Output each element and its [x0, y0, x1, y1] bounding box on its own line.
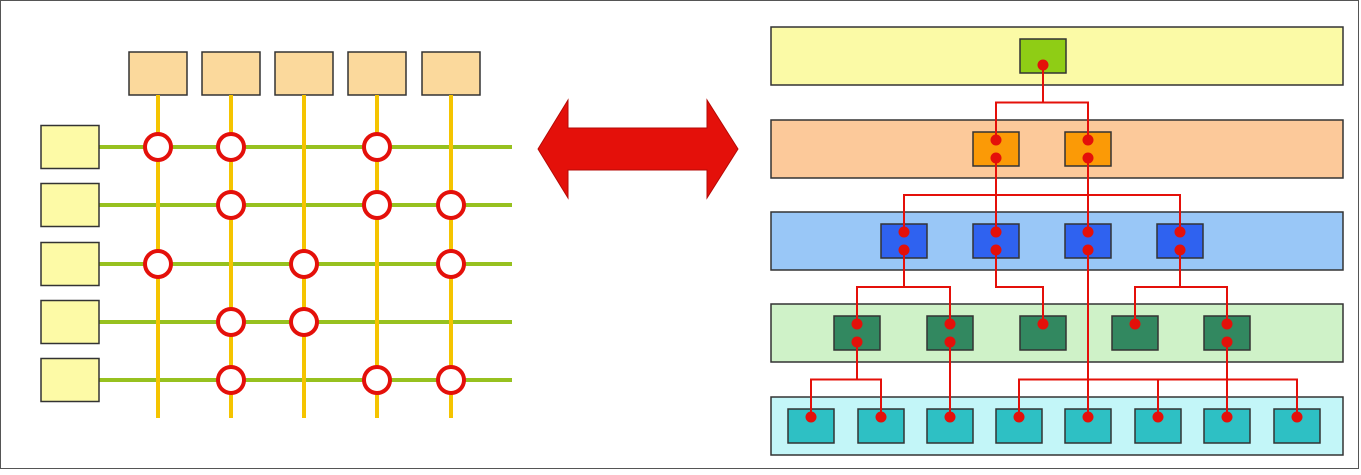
edge-dot [1037, 59, 1049, 71]
connection-node [216, 132, 246, 162]
column-box [347, 51, 407, 96]
row-box [40, 357, 100, 403]
edge-dot [1129, 318, 1141, 330]
edge-dot [1037, 318, 1049, 330]
edge-dot [898, 226, 910, 238]
column-box [274, 51, 334, 96]
double-arrow-shape [537, 98, 739, 200]
edge-dot [898, 244, 910, 256]
connection-node [436, 249, 466, 279]
tree-edge [1087, 158, 1181, 232]
connection-node [216, 190, 246, 220]
tree-edge [903, 250, 951, 324]
connection-node [216, 307, 246, 337]
connection-node [436, 365, 466, 395]
edge-dot [990, 226, 1002, 238]
connection-node [289, 307, 319, 337]
edge-dot [805, 411, 817, 423]
edge-dot [1174, 244, 1186, 256]
column-box [128, 51, 188, 96]
connection-node [362, 132, 392, 162]
row-box [40, 124, 100, 170]
connection-node [289, 249, 319, 279]
column-box [421, 51, 481, 96]
edge-dot [1082, 134, 1094, 146]
edge-dot [1221, 411, 1233, 423]
connection-node [216, 365, 246, 395]
edge-dot [1152, 411, 1164, 423]
layer-band [770, 119, 1344, 179]
double-headed-arrow-icon [537, 98, 739, 200]
edge-dot [851, 318, 863, 330]
connection-node [143, 249, 173, 279]
tree-edge [1179, 250, 1228, 324]
edge-dot [851, 336, 863, 348]
edge-dot [875, 411, 887, 423]
edge-dot [944, 318, 956, 330]
column-box [201, 51, 261, 96]
layered-tree [770, 26, 1344, 456]
layer-band [770, 396, 1344, 456]
row-box [40, 182, 100, 228]
tree-edge [995, 250, 1044, 324]
edge-dot [1221, 336, 1233, 348]
edge-dot [1174, 226, 1186, 238]
tree-edge [995, 158, 1089, 232]
edge-dot [990, 134, 1002, 146]
tree-edge [856, 342, 882, 417]
edge-dot [944, 336, 956, 348]
layer-band [770, 211, 1344, 271]
edge-dot [990, 244, 1002, 256]
edge-dot [944, 411, 956, 423]
connection-node [143, 132, 173, 162]
connection-node [362, 190, 392, 220]
edge-dot [1082, 226, 1094, 238]
edge-dot [1082, 411, 1094, 423]
edge-dot [1221, 318, 1233, 330]
edge-dot [1082, 152, 1094, 164]
tree-edge [1226, 342, 1298, 417]
edge-dot [1013, 411, 1025, 423]
crossbar-matrix [40, 51, 512, 418]
edge-dot [990, 152, 1002, 164]
edge-dot [1082, 244, 1094, 256]
connection-node [362, 365, 392, 395]
edge-dot [1291, 411, 1303, 423]
connection-node [436, 190, 466, 220]
row-box [40, 299, 100, 345]
tree-edge [1042, 65, 1089, 140]
row-box [40, 241, 100, 287]
